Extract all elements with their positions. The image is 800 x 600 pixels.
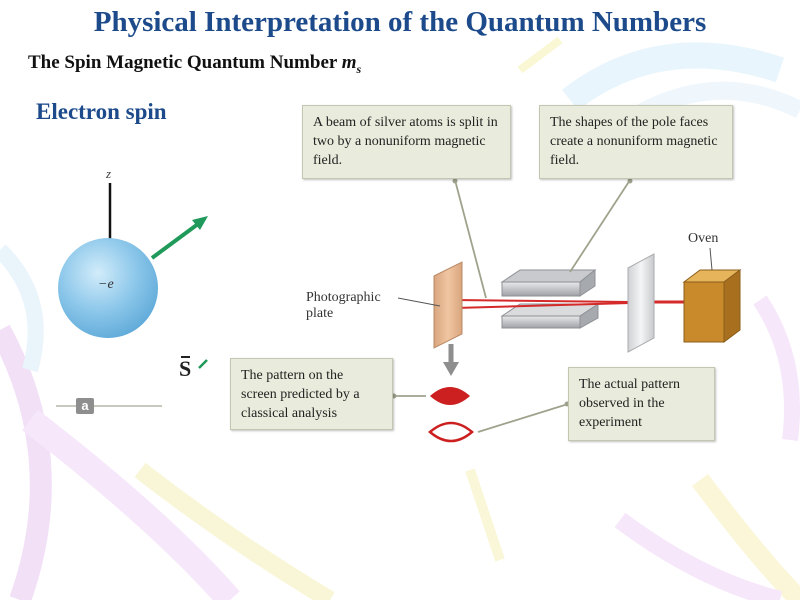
classical-pattern-shape — [428, 421, 474, 443]
magnet-bottom-pole — [501, 315, 581, 329]
photographic-plate — [433, 261, 463, 349]
actual-pattern-shape — [430, 387, 470, 405]
oven — [683, 281, 725, 343]
oven-label: Oven — [688, 231, 719, 246]
callout-actual-pattern: The actual pattern observed in the exper… — [568, 367, 715, 441]
subtitle: The Spin Magnetic Quantum Number ms — [28, 52, 361, 77]
callout-beam-split: A beam of silver atoms is split in two b… — [302, 105, 511, 179]
z-axis-label: z — [106, 166, 112, 181]
spin-tick — [198, 359, 208, 369]
collimating-screen — [627, 253, 655, 353]
charge-label: −e — [98, 277, 114, 292]
spin-vector-label: S — [179, 356, 192, 381]
beam-upper — [454, 299, 631, 303]
magnet-top-pole — [500, 269, 597, 283]
section-heading: Electron spin — [36, 99, 167, 124]
subtitle-text: The Spin Magnetic Quantum Number — [28, 52, 342, 73]
panel-label-badge: a — [76, 398, 94, 414]
subtitle-symbol: m — [341, 52, 357, 73]
beam-lower — [454, 302, 631, 309]
photographic-plate-label: Photographic plate — [306, 290, 381, 321]
page-title: Physical Interpretation of the Quantum N… — [93, 6, 707, 38]
callout-pole-faces: The shapes of the pole faces create a no… — [539, 105, 733, 179]
spin-arrow-head — [192, 216, 208, 230]
subtitle-subscript: s — [356, 61, 362, 76]
electron-sphere — [58, 238, 158, 338]
callout-classical-pattern: The pattern on the screen predicted by a… — [230, 358, 393, 430]
spin-arrow — [150, 222, 200, 260]
